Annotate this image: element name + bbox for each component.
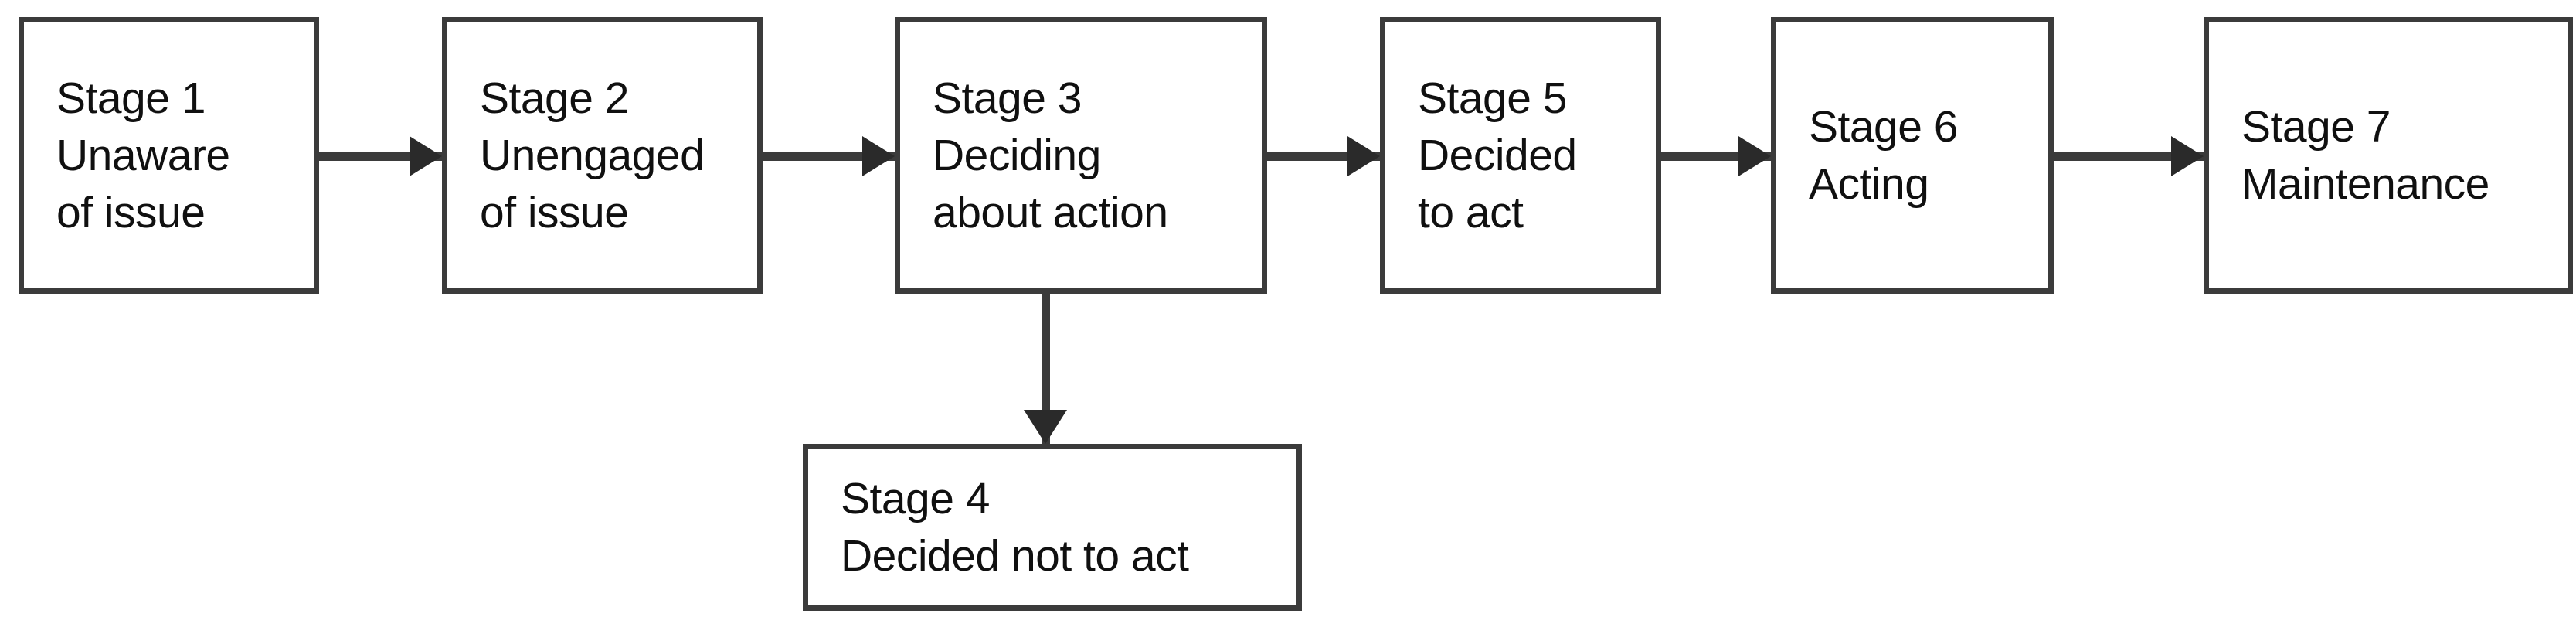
- node-stage-1-label: Stage 1 Unaware of issue: [56, 73, 230, 238]
- node-stage-2-label: Stage 2 Unengaged of issue: [480, 73, 705, 238]
- node-stage-6[interactable]: Stage 6 Acting: [1771, 17, 2054, 294]
- node-stage-4[interactable]: Stage 4 Decided not to act: [803, 444, 1302, 611]
- arrow-shaft: [763, 152, 895, 161]
- arrow-shaft: [2054, 152, 2204, 161]
- arrow-shaft: [319, 152, 442, 161]
- node-stage-3-label: Stage 3 Deciding about action: [933, 73, 1168, 238]
- arrow-shaft: [1661, 152, 1771, 161]
- node-stage-1[interactable]: Stage 1 Unaware of issue: [19, 17, 319, 294]
- arrow-shaft: [1042, 294, 1050, 444]
- node-stage-6-label: Stage 6 Acting: [1809, 101, 1959, 209]
- node-stage-7-label: Stage 7 Maintenance: [2241, 101, 2489, 209]
- node-stage-5[interactable]: Stage 5 Decided to act: [1380, 17, 1661, 294]
- arrow-head-right-icon: [410, 136, 442, 176]
- arrow-shaft: [1267, 152, 1380, 161]
- node-stage-5-label: Stage 5 Decided to act: [1418, 73, 1577, 238]
- arrow-head-right-icon: [1738, 136, 1771, 176]
- node-stage-4-label: Stage 4 Decided not to act: [841, 473, 1189, 581]
- arrow-head-down-icon: [1024, 410, 1067, 444]
- arrow-head-right-icon: [2171, 136, 2204, 176]
- arrow-head-right-icon: [1347, 136, 1380, 176]
- node-stage-2[interactable]: Stage 2 Unengaged of issue: [442, 17, 763, 294]
- arrow-head-right-icon: [862, 136, 895, 176]
- node-stage-7[interactable]: Stage 7 Maintenance: [2204, 17, 2573, 294]
- node-stage-3[interactable]: Stage 3 Deciding about action: [895, 17, 1267, 294]
